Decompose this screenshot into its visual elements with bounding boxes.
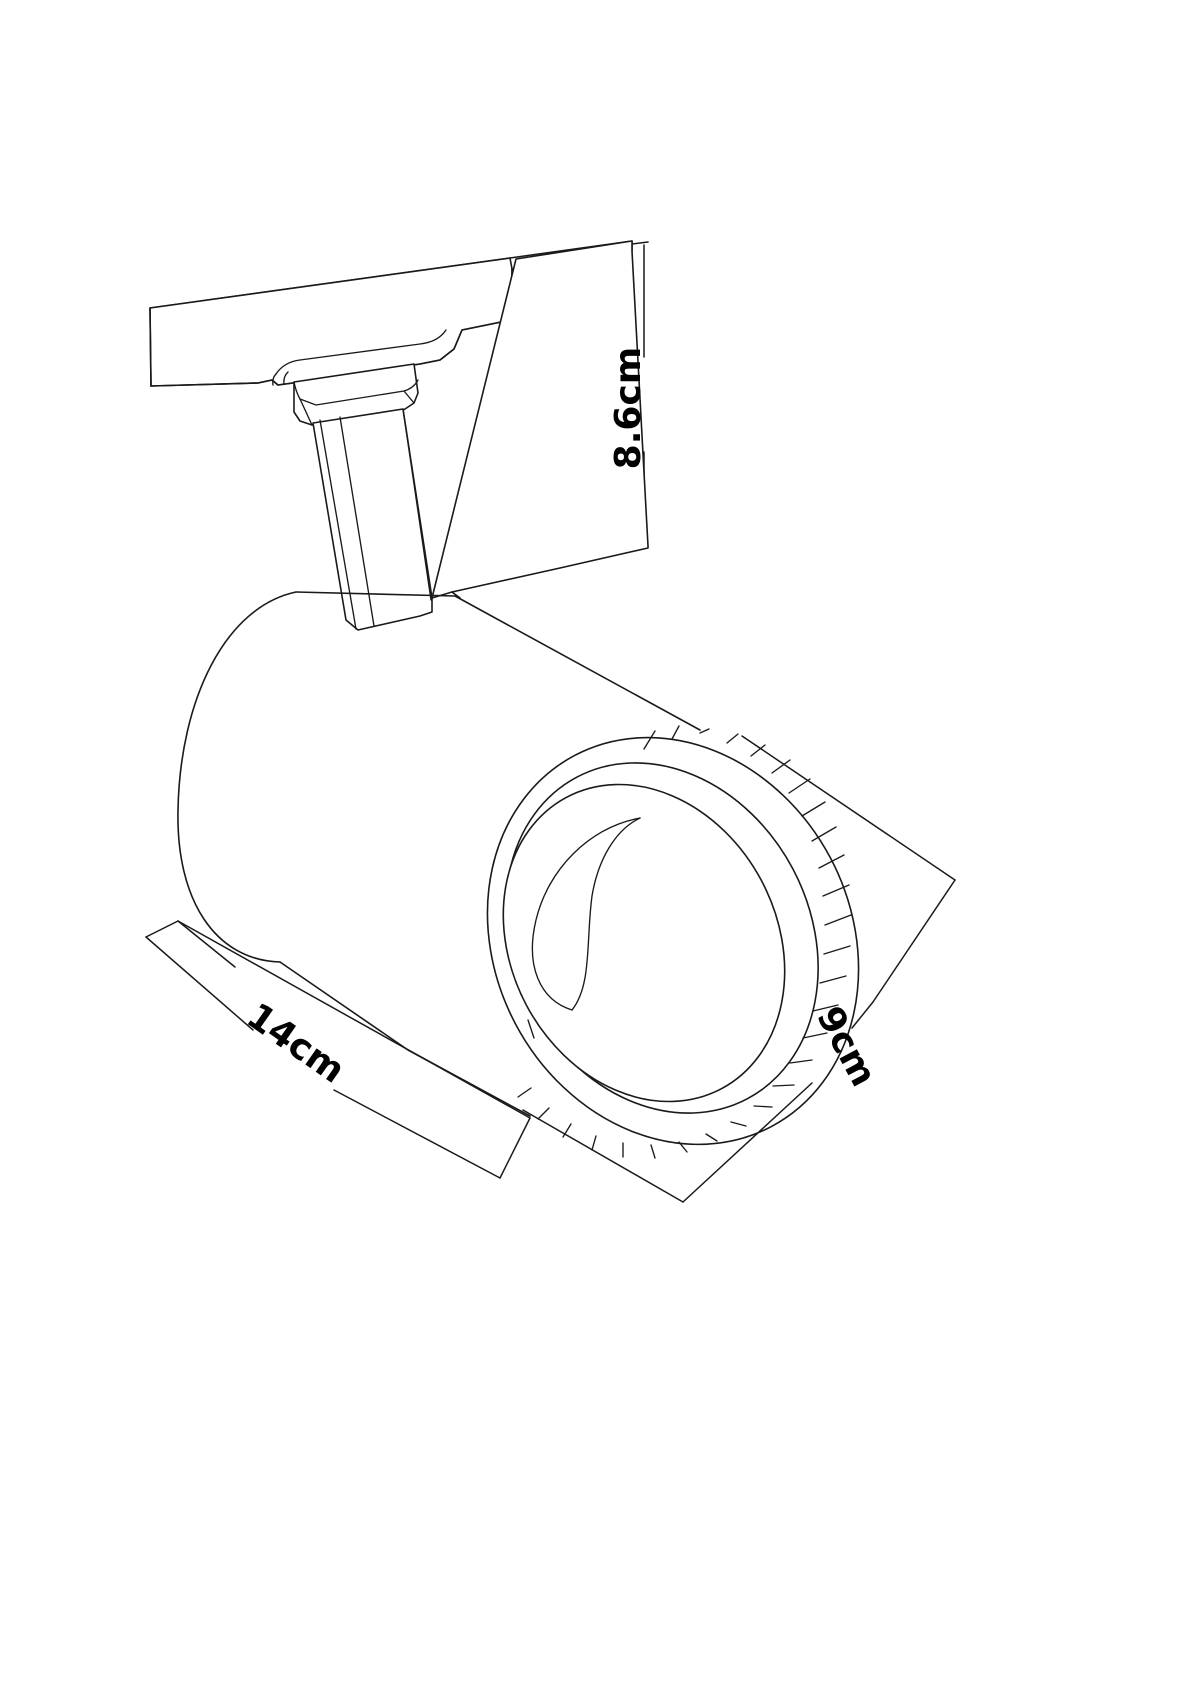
- knuckle-collar-top-curve: [293, 379, 419, 406]
- heatsink-fin: [705, 1133, 718, 1142]
- length-dim-front-extension: [499, 1117, 531, 1179]
- length-dim-lower-rail-left: [145, 936, 254, 1031]
- heatsink-fin: [650, 1144, 656, 1159]
- length-dimension-group: 14cm: [145, 920, 531, 1179]
- reflector-highlight: [531, 817, 641, 1011]
- lens-chamfer-tick: [527, 1019, 535, 1039]
- mounting-neck-fold-1: [319, 419, 357, 630]
- reflector-highlight-edge: [571, 817, 641, 1011]
- track-adapter-boss-curve: [275, 329, 447, 375]
- track-adapter-latch-nub: [272, 373, 277, 386]
- length-dim-rear-extension: [145, 920, 179, 938]
- heatsink-fin: [643, 730, 656, 750]
- heatsink-fin: [753, 1105, 773, 1108]
- diameter-dim-line-upper: [851, 1001, 874, 1029]
- mounting-neck: [312, 408, 433, 631]
- heatsink-fins: [517, 725, 852, 1159]
- mounting-neck-fold-2: [339, 416, 375, 627]
- knuckle-collar-inner-right: [403, 390, 415, 404]
- heatsink-fin: [771, 759, 791, 774]
- height-dimension-label: 8.6cm: [608, 347, 649, 470]
- heatsink-fin: [812, 1004, 839, 1012]
- heatsink-fin: [802, 1032, 828, 1039]
- mounting-neck-face: [312, 408, 433, 631]
- track-adapter-left-edge: [149, 307, 152, 387]
- heatsink-fin: [730, 1121, 747, 1127]
- heatsink-fin: [788, 778, 811, 794]
- heatsink-fin: [591, 1135, 597, 1151]
- length-dim-lower-rail-right: [333, 1089, 501, 1179]
- heatsink-fin: [772, 1084, 795, 1087]
- heatsink-fin: [678, 1141, 688, 1153]
- diameter-dim-upper-leader: [741, 735, 956, 881]
- heatsink-fin: [811, 826, 837, 842]
- barrel-rear-cap-arc: [177, 591, 297, 963]
- heatsink-fin: [562, 1123, 572, 1138]
- heatsink-fin: [819, 975, 847, 984]
- track-adapter: [149, 240, 633, 387]
- heatsink-fin: [750, 744, 766, 757]
- barrel-top-edge: [295, 591, 701, 731]
- knuckle-collar-inner-left: [299, 398, 313, 426]
- mount-bracket-wedge: [431, 240, 649, 599]
- bracket-wedge-face: [431, 240, 649, 599]
- heatsink-fin: [517, 1087, 532, 1098]
- heatsink-fin: [537, 1107, 550, 1120]
- heatsink-fin: [823, 945, 851, 955]
- lens-aperture: [502, 783, 786, 1103]
- bracket-wedge-notch: [451, 591, 461, 599]
- mounting-neck-fold-3: [402, 408, 432, 601]
- heatsink-fin: [824, 914, 852, 926]
- heatsink-fin: [822, 884, 850, 897]
- track-adapter-underside-edge: [150, 311, 513, 387]
- heatsink-fin: [671, 725, 680, 740]
- length-dimension-label: 14cm: [239, 996, 352, 1092]
- diameter-dim-lower-leader: [522, 1109, 684, 1203]
- length-dim-upper-rail: [177, 920, 531, 1119]
- heatsink-fin: [818, 854, 845, 869]
- heatsink-fin: [726, 733, 739, 744]
- diameter-dim-right-rail: [872, 879, 956, 1003]
- diameter-dim-line-lower: [682, 1082, 813, 1203]
- heatsink-fin: [789, 1059, 813, 1064]
- lens-aperture-ellipse: [502, 783, 786, 1103]
- heatsink-fin: [699, 728, 710, 734]
- track-adapter-latch-nub-2: [283, 371, 289, 385]
- track-adapter-body-face: [149, 257, 513, 387]
- length-dim-rear-leader: [177, 920, 236, 968]
- heatsink-fin: [801, 801, 826, 817]
